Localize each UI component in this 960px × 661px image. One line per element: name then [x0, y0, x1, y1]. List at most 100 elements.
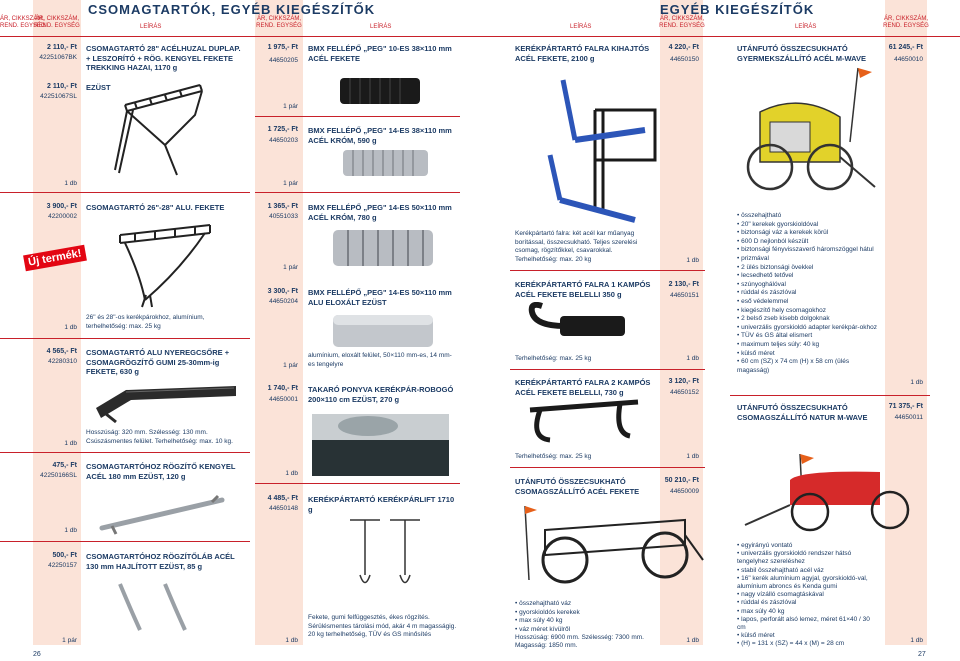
product-price: 2 110,- Ft [47, 44, 77, 51]
product-code: 44650010 [894, 56, 923, 63]
product-unit: 1 db [64, 324, 77, 331]
feature-item: eső védelemmel [737, 298, 877, 307]
header-desc-label-1: LEÍRÁS [140, 24, 162, 30]
feature-item: gyorskioldós kerekek [515, 609, 655, 618]
feature-item: összehajtható [737, 212, 877, 221]
product-code: 44650009 [670, 488, 699, 495]
feature-item: külső méret [737, 350, 877, 359]
product-unit: 1 db [285, 470, 298, 477]
product-name: CSOMAGTARTÓ ALU NYEREGCSŐRE + CSOMAGRÖGZ… [86, 348, 230, 376]
price-label-line1: ÁR, CIKKSZÁM, [256, 16, 301, 22]
feature-item: stabil összehajtható acél váz [737, 567, 877, 575]
double-hook-image [529, 399, 639, 443]
feature-item: 600 D nejlonból készült [737, 238, 877, 247]
page-number-left: 26 [33, 651, 41, 658]
price-label-line1: ÁR, CIKKSZÁM, [659, 16, 704, 22]
row-rule [255, 192, 460, 193]
feature-item: összehajtható váz [515, 600, 655, 609]
product-price: 4 220,- Ft [668, 44, 699, 51]
product-name: EZÜST [86, 83, 111, 92]
header-price-label-4: ÁR, CIKKSZÁM, REND. EGYSÉG [880, 16, 932, 30]
header-rule [0, 36, 960, 37]
product-price: 4 485,- Ft [267, 495, 298, 502]
alu-peg-image [333, 315, 433, 347]
product-code: 44650150 [670, 56, 699, 63]
alu-rack-image [119, 224, 211, 308]
product-price: 3 120,- Ft [668, 378, 699, 385]
product-unit: 1 db [686, 355, 699, 362]
product-code: 44650011 [894, 414, 923, 421]
product-name: UTÁNFUTÓ ÖSSZECSUKHATÓ CSOMAGSZÁLLÍTÓ AC… [515, 477, 640, 496]
feature-item: biztonsági váz a kerekek körül [737, 229, 877, 238]
child-trailer-image [746, 67, 876, 191]
product-name: CSOMAGTARTÓ 28" ACÉLHUZAL DUPLAP. + LESZ… [86, 44, 241, 72]
rear-rack-image [114, 84, 203, 176]
price-label-line2: REND. EGYSÉG [256, 23, 302, 29]
rack-legs-image [118, 583, 187, 631]
header-desc-label-4: LEÍRÁS [795, 24, 817, 30]
price-column-bg-2 [255, 0, 303, 645]
product-name: UTÁNFUTÓ ÖSSZECSUKHATÓ CSOMAGSZÁLLÍTÓ NA… [737, 403, 868, 422]
product-code: 44650148 [269, 505, 298, 512]
black-peg-image [340, 78, 420, 104]
chrome-peg-image [343, 150, 428, 176]
row-rule [0, 541, 250, 542]
feature-item: kiegészítő hely csomagokhoz [737, 307, 877, 316]
product-name: BMX FELLÉPŐ „PEG" 14-ES 38×110 mm ACÉL K… [308, 126, 452, 145]
feature-item: 2 ülés biztonsági övekkel [737, 264, 877, 273]
feature-item: 20" kerekek gyorskioldóval [737, 221, 877, 230]
feature-item: prizmával [737, 255, 877, 264]
feature-item: külső méret [737, 632, 877, 640]
left-page-edge-label: ÁR, CIKKSZÁM,REND. EGYSÉG [0, 16, 46, 29]
product-unit: 1 pár [62, 637, 77, 644]
row-rule [255, 483, 460, 484]
product-code: 42251067BK [39, 54, 77, 61]
feature-item: max súly 40 kg [737, 608, 877, 616]
product-code: 44650152 [670, 389, 699, 396]
product-unit: 1 db [686, 637, 699, 644]
product-code: 40551033 [269, 213, 298, 220]
product-price: 500,- Ft [52, 552, 77, 559]
product-desc: alumínium, eloxált felület, 50×110 mm-es… [308, 352, 452, 368]
product-code: 44650151 [670, 292, 699, 299]
product-code: 42250157 [48, 562, 77, 569]
feature-item: egyirányú vontató [737, 542, 877, 550]
row-rule [510, 270, 705, 271]
feature-item: max súly 40 kg [515, 617, 655, 626]
product-code: 44650001 [269, 396, 298, 403]
product-name: UTÁNFUTÓ ÖSSZECSUKHATÓ GYERMEKSZÁLLÍTÓ A… [737, 44, 867, 63]
product-code: 42250166SL [40, 472, 77, 479]
header-price-label-3: ÁR, CIKKSZÁM, REND. EGYSÉG [657, 16, 707, 30]
bracket-image [99, 494, 225, 535]
feature-item: maximum teljes súly: 40 kg [737, 341, 877, 350]
product-code: 44650204 [269, 298, 298, 305]
feature-item: 60 cm (SZ) x 74 cm (H) x 58 cm (ülés mag… [737, 358, 877, 375]
product-price: 4 565,- Ft [46, 348, 77, 355]
product-desc: Hosszúság: 320 mm. Szélesség: 130 mm. Cs… [86, 429, 233, 445]
product-name: CSOMAGTARTÓHOZ RÖGZÍTŐ KENGYEL ACÉL 180 … [86, 462, 236, 481]
header-price-label-2: ÁR, CIKKSZÁM, REND. EGYSÉG [252, 16, 306, 30]
product-name: CSOMAGTARTÓHOZ RÖGZÍTŐLÁB ACÉL 130 mm HA… [86, 552, 235, 571]
product-desc: Terhelhetőség: max. 25 kg [515, 355, 592, 362]
product-unit: 1 db [64, 180, 77, 187]
row-rule [510, 467, 705, 468]
feature-item: váz méret kívülről [515, 626, 655, 635]
feature-item: szúnyoghálóval [737, 281, 877, 290]
seatpost-rack-image [96, 386, 236, 424]
product-price: 2 110,- Ft [47, 83, 77, 90]
section-title-left: CSOMAGTARTÓK, EGYÉB KIEGÉSZÍTŐK [88, 2, 376, 17]
row-rule [255, 116, 460, 117]
product-name: CSOMAGTARTÓ 26"-28" ALU. FEKETE [86, 203, 225, 212]
feature-item: rúddal és zászlóval [737, 289, 877, 298]
page-number-right: 27 [918, 651, 926, 658]
product-price: 71 375,- Ft [888, 403, 923, 410]
feature-item: 2 belső zseb kisebb dolgoknak [737, 315, 877, 324]
feature-item: lapos, perforált alsó lemez, méret 61×40… [737, 616, 877, 632]
product-code: 44650203 [269, 137, 298, 144]
feature-item: lecsedhető tetővel [737, 272, 877, 281]
product-price: 1 365,- Ft [267, 203, 298, 210]
wall-rack-fold-image [547, 79, 657, 223]
product-desc: Fekete, gumi felfüggesztés, ékes rögzíté… [308, 614, 457, 638]
feature-list: összehajtható váz gyorskioldós kerekek m… [515, 600, 655, 634]
product-unit: 1 db [910, 379, 923, 386]
